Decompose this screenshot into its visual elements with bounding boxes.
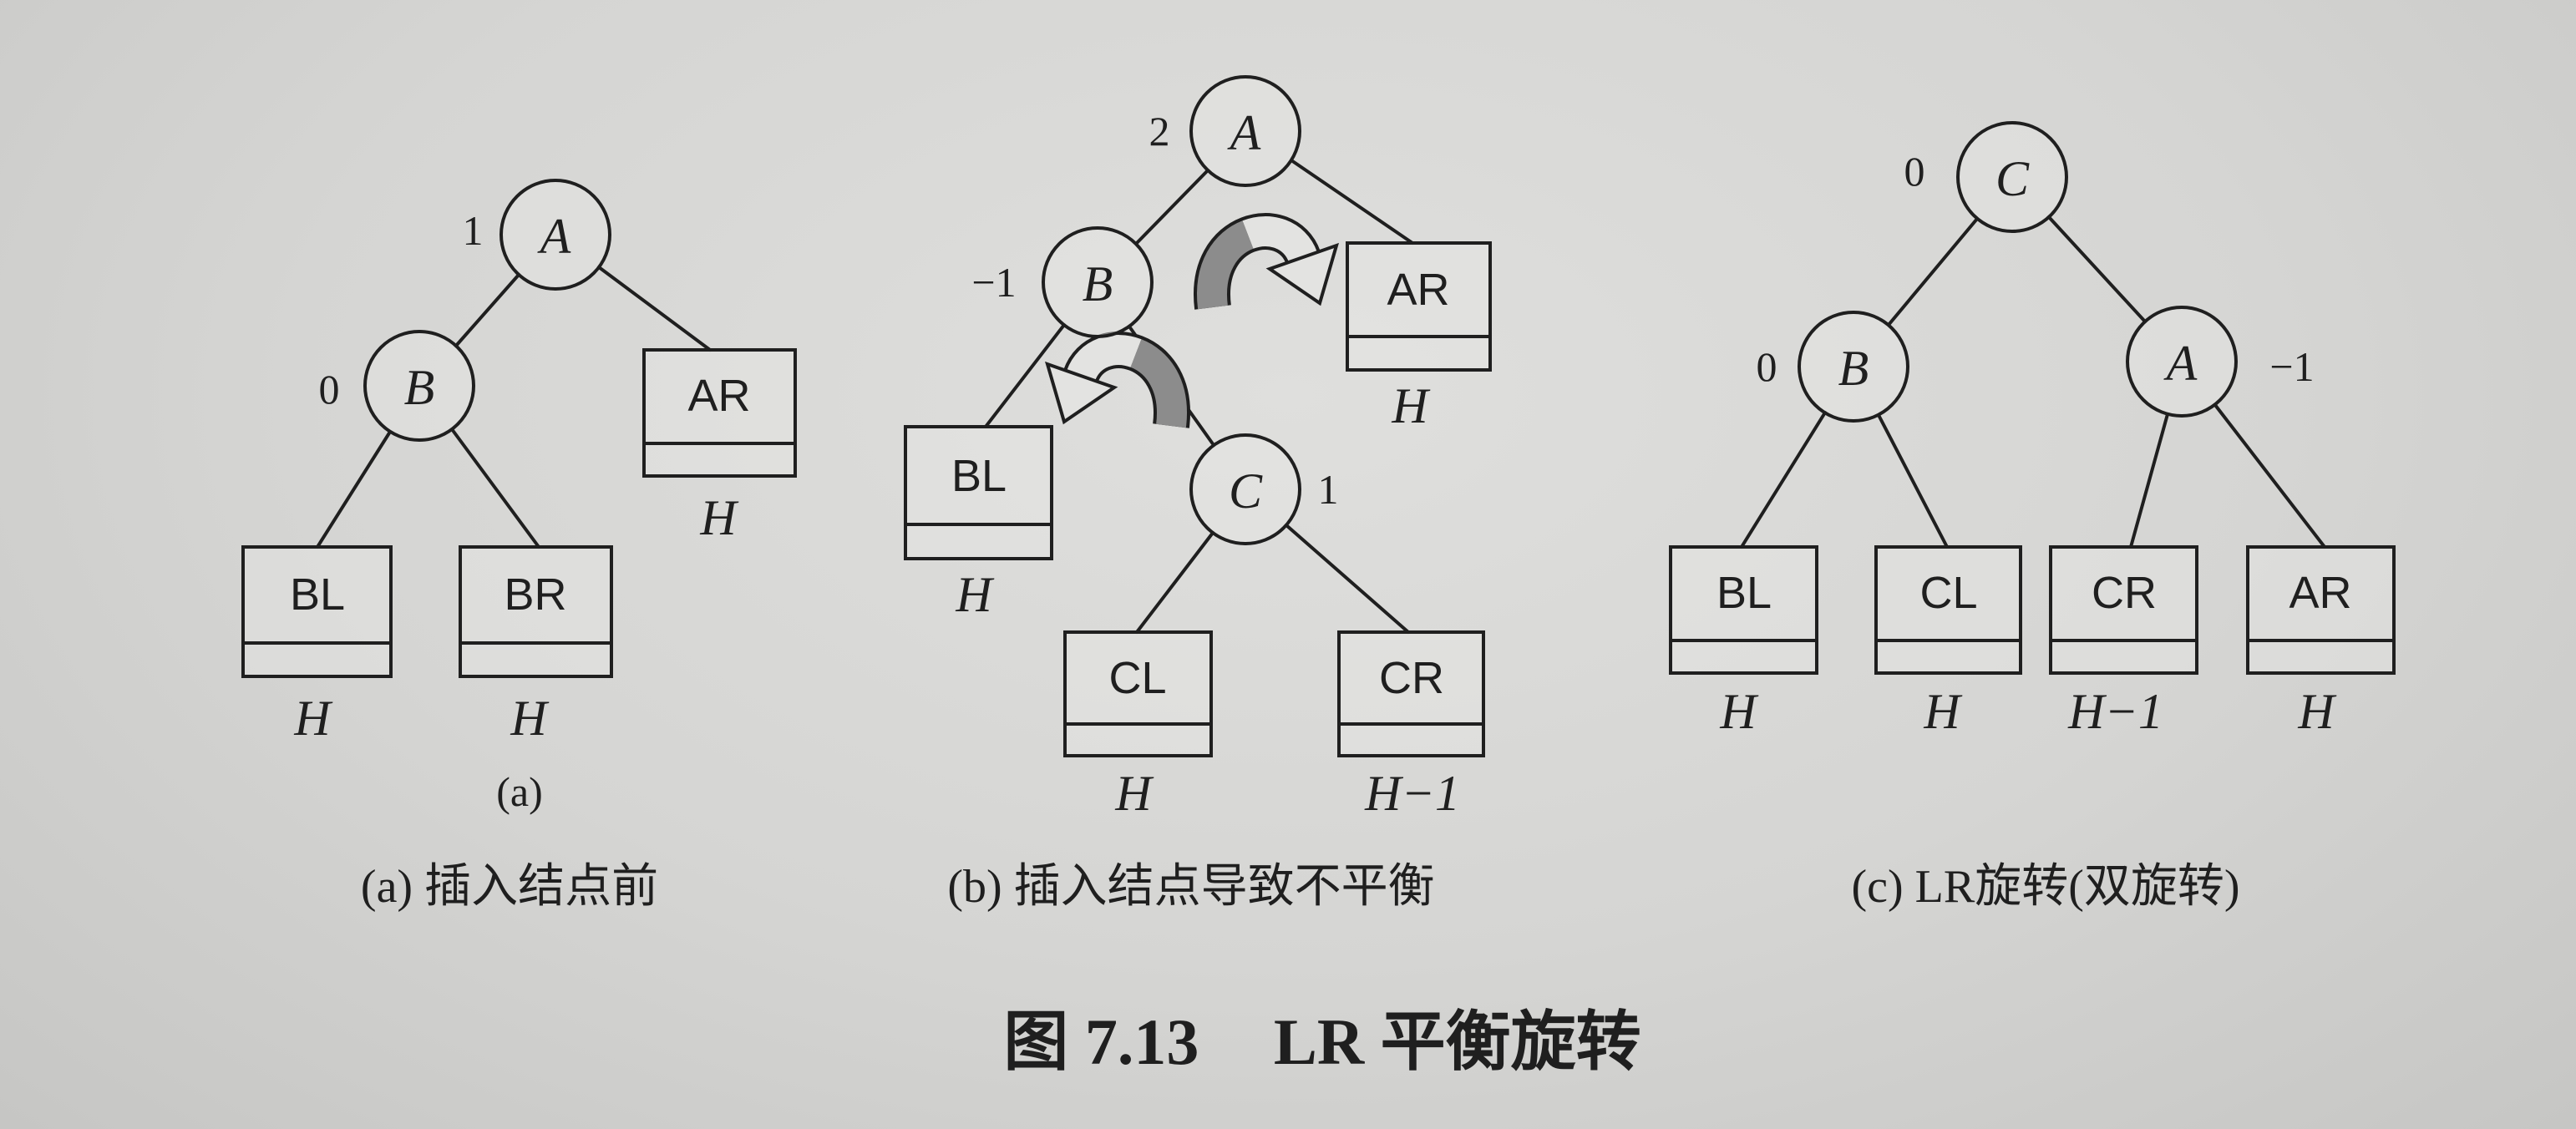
subtree-box-CR: CR: [1337, 630, 1485, 757]
subtree-box-CL: CL: [1874, 545, 2022, 675]
subtree-box-CR: CR: [2049, 545, 2198, 675]
tree-node-B: B: [1798, 311, 1909, 423]
node-label: B: [1083, 256, 1113, 311]
edge-A-AR: [597, 266, 712, 352]
edge-C-CR: [1285, 524, 1410, 634]
subtree-label: BL: [290, 570, 345, 620]
edge-B-CL: [1877, 413, 1949, 549]
figure-caption: 图 7.13 LR 平衡旋转: [1003, 1005, 1640, 1078]
subtree-box-CL: CL: [1063, 630, 1213, 757]
node-label: C: [1995, 151, 2030, 206]
balance-factor-C: 1: [1318, 466, 1339, 513]
subtree-label: CR: [1379, 653, 1444, 703]
curved-arrow-counterclockwise-icon: [1044, 332, 1190, 428]
subtree-label: AR: [1387, 265, 1449, 315]
tree-node-B: B: [1042, 226, 1154, 338]
panel-sublabel: (a): [496, 768, 543, 815]
edge-C-B: [1887, 217, 1979, 327]
tree-node-A: A: [499, 179, 611, 291]
subtree-box-AR: AR: [2246, 545, 2396, 675]
subtree-box-AR: AR: [642, 348, 797, 478]
balance-factor-A: 1: [463, 207, 484, 254]
subtree-height-AR: H: [699, 490, 739, 545]
subtree-label: CL: [1108, 653, 1166, 703]
balance-factor-B: −1: [971, 259, 1016, 306]
node-label: A: [1227, 105, 1261, 160]
subtree-height-CL: H: [1923, 684, 1963, 739]
subtree-height-CR: H−1: [2067, 684, 2163, 739]
subtree-height-BR: H: [510, 691, 550, 746]
edge-C-CL: [1135, 531, 1214, 634]
node-label: C: [1229, 463, 1263, 519]
subtree-label: CR: [2092, 568, 2157, 618]
subtree-height-BL: H: [955, 567, 995, 622]
balance-factor-B: 0: [319, 366, 340, 413]
subtree-label: BL: [1716, 568, 1772, 618]
balance-factor-B: 0: [1757, 343, 1777, 390]
subtree-height-AR: H: [1391, 378, 1431, 433]
node-label: B: [1838, 341, 1869, 396]
edge-A-B: [1134, 169, 1209, 246]
panel-a: A 1 B 0 AR H BL H BR H (a) (a) 插入结点前: [241, 179, 797, 913]
edge-B-BL: [984, 323, 1066, 428]
node-label: A: [2163, 336, 2198, 391]
edge-A-CR: [2129, 413, 2169, 549]
edge-C-A: [2047, 215, 2147, 323]
subtree-box-BL: BL: [241, 545, 393, 678]
subtree-height-CL: H: [1114, 766, 1154, 821]
balance-factor-A: −1: [2269, 343, 2314, 390]
balance-factor-A: 2: [1149, 108, 1170, 154]
edge-B-BL: [316, 430, 392, 549]
subtree-box-BL: BL: [904, 425, 1053, 560]
subtree-label: BL: [951, 451, 1007, 501]
subtree-box-BR: BR: [459, 545, 613, 678]
tree-node-C: C: [1956, 121, 2068, 233]
subtree-label: BR: [504, 570, 566, 620]
figure-number: 图 7.13: [1003, 1005, 1199, 1078]
edge-B-BL: [1740, 411, 1827, 549]
edge-A-AR: [2213, 403, 2326, 549]
subtree-height-CR: H−1: [1364, 766, 1460, 821]
tree-node-B: B: [363, 330, 475, 442]
edge-A-AR: [1290, 159, 1414, 245]
tree-node-A: A: [1189, 75, 1301, 187]
subtree-label: AR: [687, 371, 750, 421]
tree-node-C: C: [1189, 433, 1301, 545]
subtree-box-AR: AR: [1346, 241, 1492, 372]
subtree-box-BL: BL: [1669, 545, 1818, 675]
edge-B-BR: [450, 428, 540, 549]
edge-A-B: [454, 273, 520, 347]
subtree-label: CL: [1919, 568, 1977, 618]
subtree-height-AR: H: [2297, 684, 2337, 739]
figure-title: LR 平衡旋转: [1274, 1005, 1641, 1078]
curved-arrow-clockwise-icon: [1194, 213, 1340, 310]
subtree-height-BL: H: [293, 691, 333, 746]
node-label: B: [404, 360, 435, 415]
panel-caption-a: (a) 插入结点前: [361, 861, 658, 913]
subtree-label: AR: [2289, 568, 2351, 618]
balance-factor-C: 0: [1904, 148, 1925, 195]
panel-c: C 0 B 0 A −1 BL H CL H CR H−1: [1669, 121, 2396, 913]
node-label: A: [537, 209, 571, 264]
tree-node-A: A: [2126, 306, 2238, 418]
panel-caption-b: (b) 插入结点导致不平衡: [947, 861, 1434, 913]
panel-caption-c: (c) LR旋转(双旋转): [1851, 861, 2239, 913]
panel-b: A 2 B −1 C 1 AR H BL H CL H: [904, 75, 1492, 913]
subtree-height-BL: H: [1719, 684, 1759, 739]
